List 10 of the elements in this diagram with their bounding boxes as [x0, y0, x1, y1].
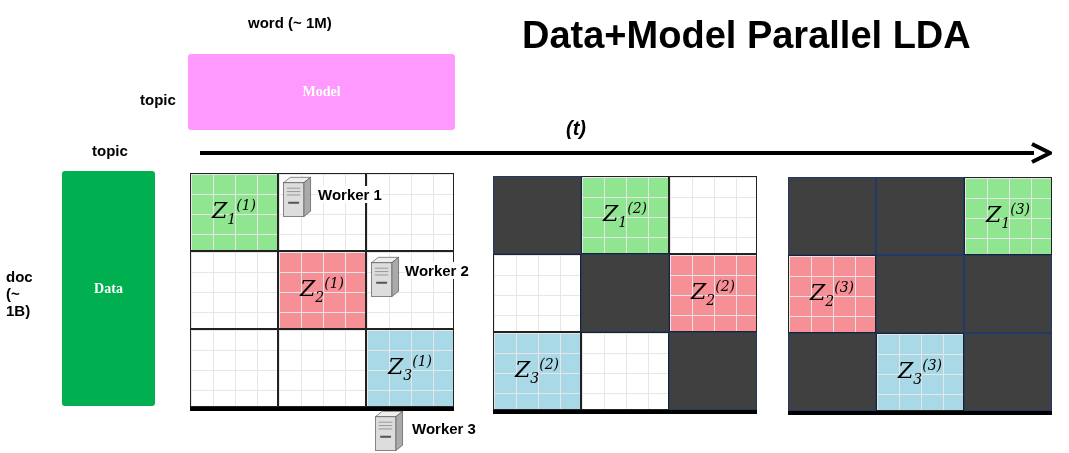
worker-label: Worker 2 — [405, 262, 469, 279]
axis-label: topic — [140, 91, 176, 108]
axis-label: topic — [92, 142, 128, 159]
worker-label: Worker 1 — [318, 186, 382, 203]
axis-label: doc (~ 1B) — [6, 268, 34, 319]
worker-label: Worker 3 — [412, 420, 476, 437]
axis-label: word (~ 1M) — [248, 14, 332, 31]
data-block: Data — [62, 171, 155, 406]
time-label: (t) — [566, 117, 586, 140]
model-block: Model — [188, 54, 455, 130]
